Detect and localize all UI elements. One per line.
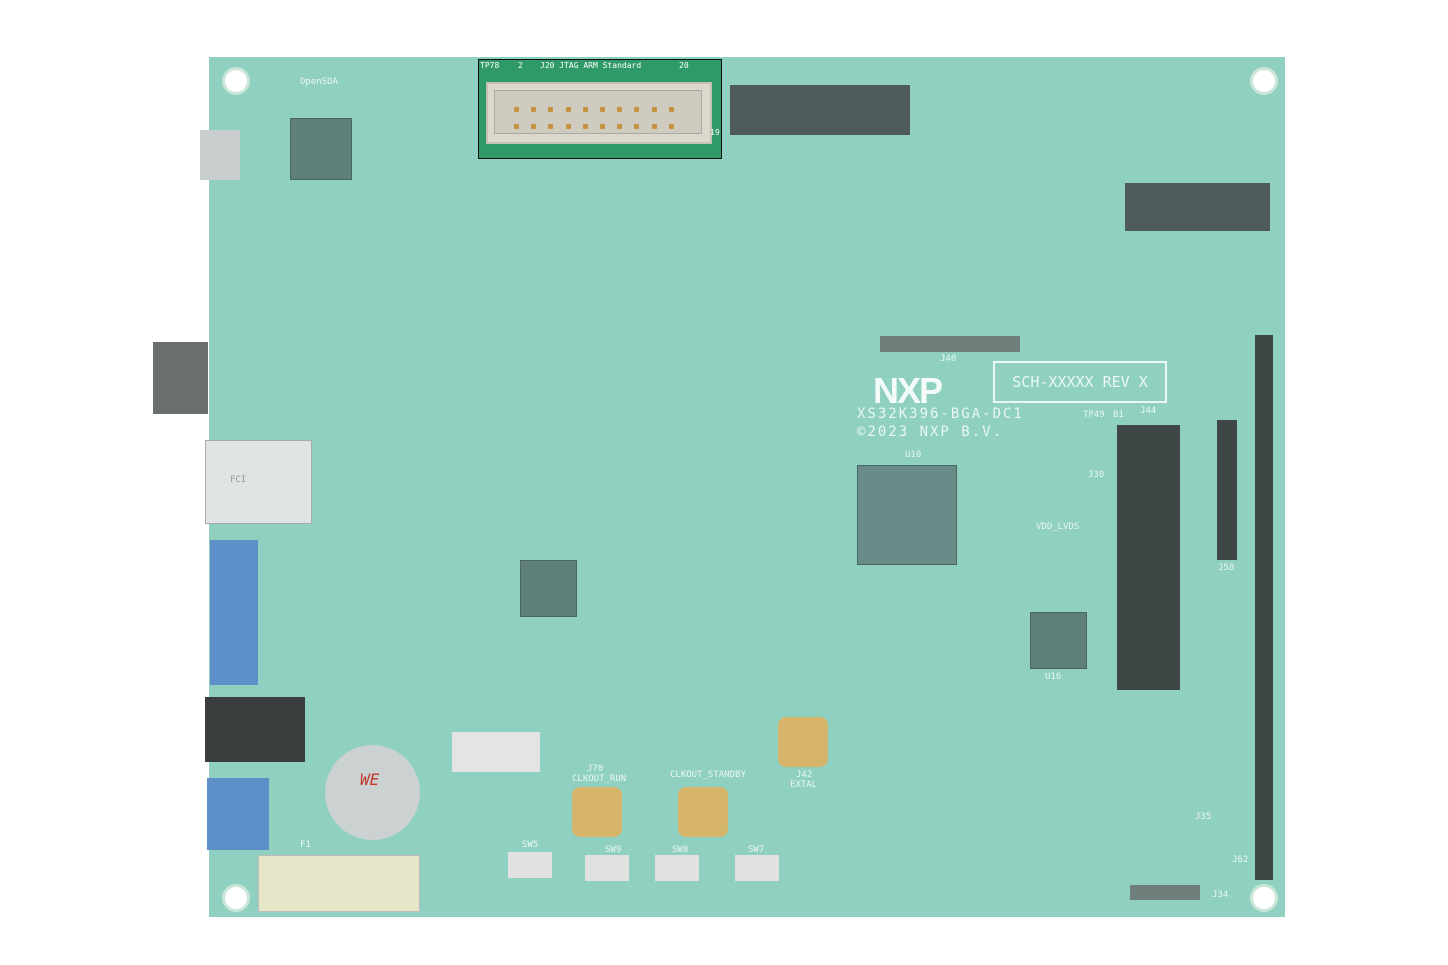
side-header	[153, 342, 208, 414]
mounting-hole	[1250, 884, 1278, 912]
jtag-pin	[514, 107, 519, 112]
tp49-label: TP49	[1083, 410, 1105, 420]
jtag-pin	[651, 107, 657, 112]
jtag-pin	[582, 124, 588, 129]
tp78-label: TP78	[480, 61, 500, 70]
j58-label: J58	[1218, 563, 1235, 573]
jtag-pin	[617, 107, 623, 112]
schematic-box: SCH-XXXXX REV X	[993, 361, 1167, 403]
chip-u16	[1030, 612, 1087, 669]
sw9-label: SW9	[605, 845, 622, 855]
slide-switch[interactable]	[452, 732, 540, 772]
jtag-pin	[514, 124, 519, 129]
jtag-header-socket	[494, 90, 702, 134]
jtag-pin	[668, 107, 674, 112]
jtag-pin	[668, 124, 674, 129]
header-j62	[1255, 335, 1273, 880]
jtag-pin	[531, 107, 537, 112]
vdd-lvds-label: VDD_LVDS	[1036, 522, 1080, 532]
terminal-block	[210, 540, 258, 685]
jtag-pin	[565, 107, 571, 112]
sw8-label: SW8	[672, 845, 689, 855]
fuse-holder	[258, 855, 420, 912]
j34-label: J34	[1212, 890, 1229, 900]
header-j40	[880, 336, 1020, 352]
ethernet-connector	[1125, 183, 1270, 231]
copyright: ©2023 NXP B.V.	[857, 424, 1004, 440]
power-terminal	[207, 778, 269, 850]
jtag-title: J20 JTAG ARM Standard	[540, 61, 642, 70]
usb-connector	[200, 130, 240, 180]
switch-sw5[interactable]	[508, 852, 552, 878]
switch-sw9[interactable]	[585, 855, 629, 881]
j42-label: J42	[796, 770, 813, 780]
fci-label: FCI	[230, 475, 247, 485]
opensda-label: OpenSDA	[300, 77, 338, 87]
sma-connector-j42	[778, 717, 828, 767]
j40-label: J40	[940, 354, 957, 364]
clkout-run-label: CLKOUT_RUN	[572, 774, 627, 784]
j44-label: J44	[1140, 406, 1157, 416]
mounting-hole	[222, 67, 250, 95]
we-label: WE	[360, 770, 380, 789]
j35-label: J35	[1195, 812, 1212, 822]
j42-extal-label: EXTAL	[790, 780, 818, 790]
mcu-chip-u10	[857, 465, 957, 565]
jtag-pin	[548, 124, 554, 129]
u10-label: U10	[905, 450, 922, 460]
header-j34	[1130, 885, 1200, 900]
dc-jack	[205, 697, 305, 762]
jtag-pin	[600, 107, 605, 112]
jtag-pin	[651, 124, 657, 129]
jtag-pin	[634, 107, 640, 112]
jtag-pin19-label: 19	[710, 128, 720, 137]
jtag-pin	[617, 124, 623, 129]
board-name: XS32K396-BGA-DC1	[857, 406, 1024, 422]
clkout-standby-label: CLKOUT_STANDBY	[670, 770, 746, 780]
jtag-pin	[548, 107, 554, 112]
sma-connector-j70	[572, 787, 622, 837]
mounting-hole	[1250, 67, 1278, 95]
header-j58	[1217, 420, 1237, 560]
mounting-hole	[222, 884, 250, 912]
u16-label: U16	[1045, 672, 1062, 682]
jtag-pin	[634, 124, 640, 129]
b1-label: B1	[1113, 410, 1124, 420]
j70-label: J70	[587, 764, 604, 774]
sma-connector-j69	[678, 787, 728, 837]
switch-sw8[interactable]	[655, 855, 699, 881]
sw5-label: SW5	[522, 840, 539, 850]
jtag-pin	[565, 124, 571, 129]
jtag-pin	[531, 124, 537, 129]
jtag-pin20-label: 20	[679, 61, 689, 70]
j62-label: J62	[1232, 855, 1249, 865]
edge-connector	[730, 85, 910, 135]
jtag-pin2-label: 2	[518, 61, 523, 70]
electrolytic-capacitor	[325, 745, 420, 840]
switch-sw7[interactable]	[735, 855, 779, 881]
jtag-pin	[600, 124, 605, 129]
jtag-pin	[582, 107, 588, 112]
sw7-label: SW7	[748, 845, 765, 855]
opensda-chip	[290, 118, 352, 180]
j30-label: J30	[1088, 470, 1105, 480]
f1-label: F1	[300, 840, 311, 850]
nxp-logo: NXP	[873, 370, 943, 411]
chip-u4	[520, 560, 577, 617]
fci-connector	[205, 440, 312, 524]
connector-j44	[1117, 425, 1180, 690]
